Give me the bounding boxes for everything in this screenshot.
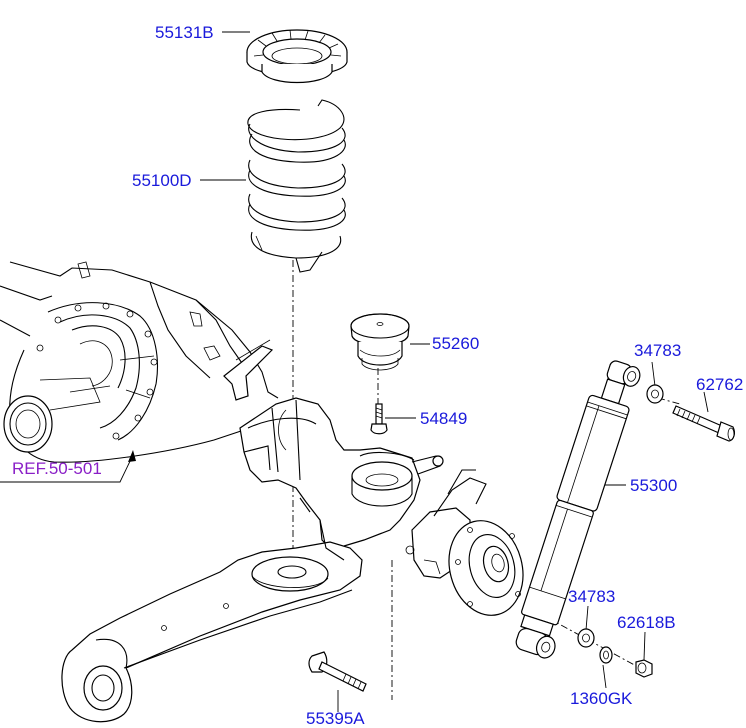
reference-label[interactable]: REF.50-501	[12, 459, 102, 478]
leader-lines	[0, 31, 709, 712]
nut-62618B[interactable]	[635, 659, 653, 678]
bolt-54849[interactable]	[370, 403, 388, 435]
bolt-62762[interactable]	[672, 405, 735, 442]
axle-housing[interactable]	[0, 261, 279, 463]
part-label-62762[interactable]: 62762	[696, 375, 744, 394]
bolt-55395A[interactable]	[308, 651, 367, 692]
part-label-55260[interactable]: 55260	[432, 334, 480, 353]
part-label-54849[interactable]: 54849	[420, 409, 468, 428]
part-label-55131B[interactable]: 55131B	[155, 23, 214, 42]
hub-assembly[interactable]	[405, 469, 533, 624]
part-label-55300[interactable]: 55300	[630, 476, 678, 495]
axle-center-bracket[interactable]	[239, 397, 444, 549]
bump-stopper[interactable]	[350, 313, 410, 371]
part-label-55395A[interactable]: 55395A	[306, 709, 365, 728]
part-label-34783-bottom[interactable]: 34783	[568, 587, 616, 606]
shock-absorber[interactable]	[508, 356, 645, 660]
part-label-55100D[interactable]: 55100D	[132, 171, 192, 190]
part-label-34783-top[interactable]: 34783	[634, 341, 682, 360]
part-label-62618B[interactable]: 62618B	[617, 613, 676, 632]
lock-washer-1360GK[interactable]	[599, 646, 613, 664]
washer-34783-top[interactable]	[646, 384, 664, 404]
spring-upper-seat[interactable]	[246, 29, 348, 84]
part-label-1360GK[interactable]: 1360GK	[570, 689, 633, 708]
trailing-arm[interactable]	[61, 497, 363, 723]
coil-spring[interactable]	[247, 99, 346, 273]
washer-34783-bottom[interactable]	[577, 628, 595, 648]
